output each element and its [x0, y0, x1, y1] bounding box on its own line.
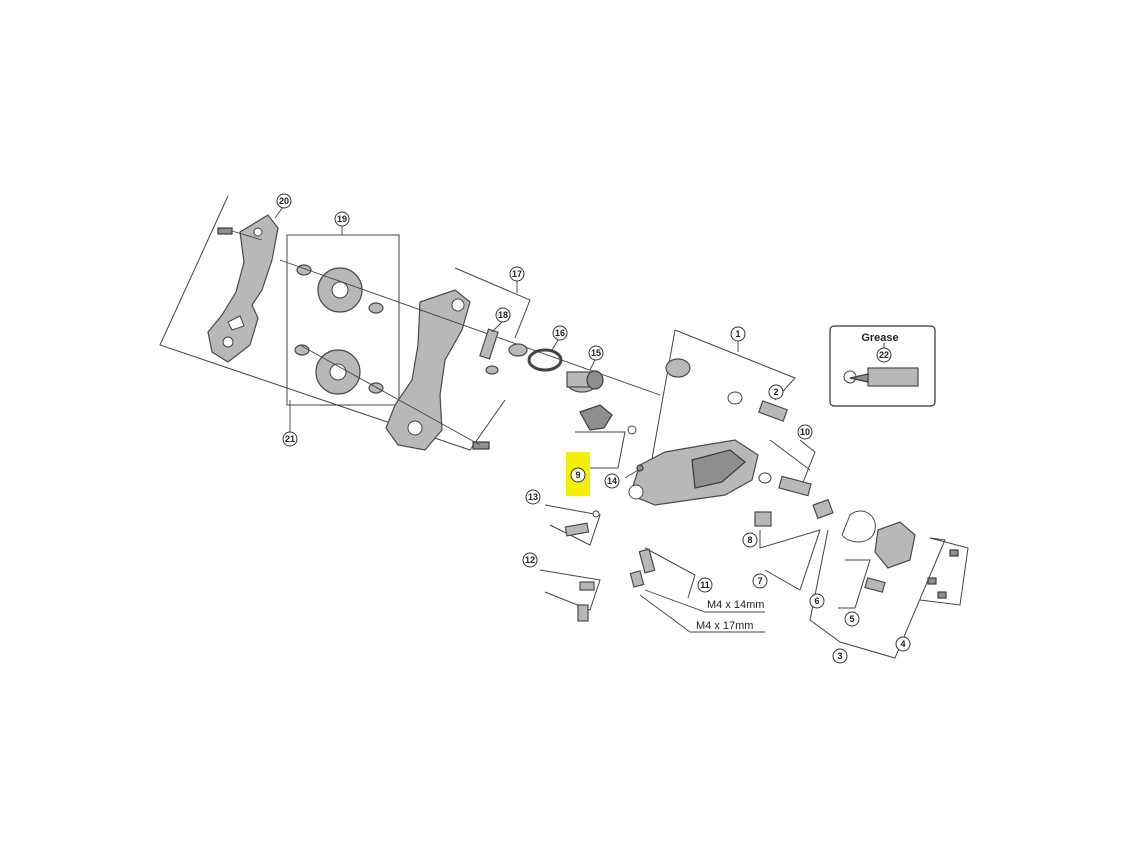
callout-18: 18 [495, 307, 511, 323]
stopper-pin [754, 511, 772, 527]
callout-14: 14 [604, 473, 620, 489]
group-9-bracket [575, 431, 626, 469]
callout-19: 19 [334, 211, 350, 227]
callout-13: 13 [525, 489, 541, 505]
spec-label-m4-17: M4 x 17mm [696, 620, 753, 632]
svg-text:16: 16 [555, 328, 565, 338]
group-1-arm [649, 329, 676, 471]
group-4-box [919, 537, 969, 606]
adjusting-bolt [778, 475, 812, 497]
svg-text:14: 14 [607, 476, 617, 486]
callout-4: 4 [895, 636, 911, 652]
svg-text:12: 12 [525, 555, 535, 565]
o-ring-small [758, 472, 772, 484]
svg-text:8: 8 [747, 535, 752, 545]
grease-title: Grease [861, 332, 898, 344]
pulley-roller [812, 498, 834, 520]
body-link [769, 439, 811, 471]
svg-text:5: 5 [849, 614, 854, 624]
group-21-bracket [159, 195, 506, 451]
svg-text:20: 20 [279, 196, 289, 206]
callout-10: 10 [797, 424, 813, 440]
cage-ring [527, 348, 563, 372]
callout-15: 15 [588, 345, 604, 361]
svg-text:7: 7 [757, 576, 762, 586]
svg-text:17: 17 [512, 269, 522, 279]
cover-screws [927, 549, 959, 599]
clutch-unit [566, 370, 604, 393]
upper-pulley [296, 264, 384, 314]
group-11-bracket [644, 547, 696, 599]
seal-ring [841, 510, 876, 543]
callout-9: 9 [570, 467, 586, 483]
svg-text:3: 3 [837, 651, 842, 661]
callout-12: 12 [522, 552, 538, 568]
lower-pulley [294, 344, 384, 395]
tension-spring [479, 321, 503, 360]
clutch-lever [579, 404, 637, 435]
svg-text:1: 1 [735, 329, 740, 339]
leader-14 [624, 469, 639, 479]
callout-3: 3 [832, 648, 848, 664]
cage-bolt-lower [472, 441, 490, 450]
svg-text:19: 19 [337, 214, 347, 224]
callout-1: 1 [730, 326, 746, 342]
outer-cage-plate [207, 214, 279, 363]
cable-fixing-unit [874, 521, 916, 569]
axis-line-lower [299, 344, 481, 446]
callout-5: 5 [844, 611, 860, 627]
callout-8: 8 [742, 532, 758, 548]
callout-2: 2 [768, 384, 784, 400]
group-17-bracket [454, 267, 531, 339]
callout-16: 16 [552, 325, 568, 341]
svg-text:11: 11 [700, 580, 710, 590]
inner-cage-plate [385, 289, 471, 451]
b-tension-washer [665, 358, 691, 378]
leader-20 [274, 206, 284, 219]
spec-label-m4-14: M4 x 14mm [707, 599, 764, 611]
leader-15 [589, 359, 596, 371]
group-10-bracket [799, 439, 816, 491]
derailleur-main-body [628, 439, 759, 506]
group-5-bracket [838, 559, 871, 609]
callout-17: 17 [509, 266, 525, 282]
pulley-group-box [286, 234, 400, 406]
svg-text:15: 15 [591, 348, 601, 358]
spec-line-long [639, 594, 765, 633]
callout-20: 20 [276, 193, 292, 209]
svg-text:9: 9 [575, 470, 580, 480]
svg-text:22: 22 [879, 350, 889, 360]
svg-text:21: 21 [285, 434, 295, 444]
callout-7: 7 [752, 573, 768, 589]
cage-stopper [485, 365, 499, 375]
svg-text:18: 18 [498, 310, 508, 320]
callout-21: 21 [282, 431, 298, 447]
b-axle [757, 400, 789, 422]
pivot-pin-12 [577, 581, 595, 622]
group-12-bracket [539, 569, 601, 611]
group-13-bracket [544, 504, 601, 546]
svg-text:10: 10 [800, 427, 810, 437]
cage-bolt-upper [217, 227, 263, 241]
washer [508, 343, 528, 357]
callout-6: 6 [809, 593, 825, 609]
callout-22: 22 [876, 347, 892, 363]
svg-text:6: 6 [814, 596, 819, 606]
svg-text:13: 13 [528, 492, 538, 502]
callout-11: 11 [697, 577, 713, 593]
fixing-bolt [864, 577, 886, 593]
pivot-pin-13 [564, 510, 600, 537]
leader-16 [551, 339, 559, 351]
small-screw [636, 464, 644, 472]
svg-text:4: 4 [900, 639, 905, 649]
grease-tube-icon [843, 367, 919, 387]
group-7-bracket [759, 529, 821, 591]
svg-text:2: 2 [773, 387, 778, 397]
mounting-bolts [629, 548, 656, 588]
spec-line-short [644, 589, 765, 613]
o-ring [727, 391, 743, 405]
